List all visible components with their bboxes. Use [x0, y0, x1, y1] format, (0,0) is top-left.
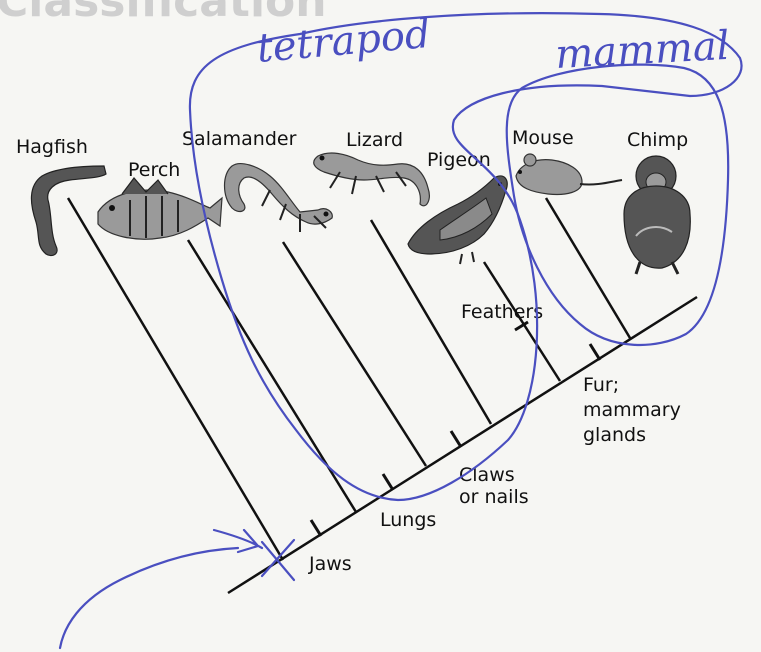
jaws-mark	[311, 520, 321, 536]
lizard-illustration	[314, 153, 430, 206]
fur-mark	[590, 344, 600, 360]
taxon-label-mouse: Mouse	[512, 127, 574, 149]
claws-mark	[451, 431, 461, 447]
lungs-mark	[383, 474, 393, 490]
trait-label-fur-1: Fur;	[583, 374, 619, 396]
salamander-illustration	[225, 164, 333, 232]
taxon-label-pigeon: Pigeon	[427, 149, 491, 171]
branch-perch	[188, 240, 356, 512]
trait-label-feathers: Feathers	[461, 301, 543, 323]
pointer-line	[60, 548, 238, 648]
taxon-label-lizard: Lizard	[346, 129, 403, 151]
taxon-label-hagfish: Hagfish	[16, 136, 88, 158]
annotation-mammal: mammal	[554, 23, 730, 78]
branch-mouse	[546, 198, 630, 338]
taxon-label-chimp: Chimp	[627, 129, 688, 151]
trait-label-claws-2: or nails	[459, 486, 529, 508]
trait-label-lungs: Lungs	[380, 509, 436, 531]
trait-label-jaws: Jaws	[308, 553, 352, 575]
taxon-label-salamander: Salamander	[182, 128, 297, 150]
trait-label-claws-1: Claws	[459, 464, 515, 486]
cross-mark	[262, 540, 294, 580]
header-title: Classification	[0, 0, 327, 27]
trait-label-fur-3: glands	[583, 424, 646, 446]
trait-label-fur-2: mammary	[583, 399, 681, 421]
chimp-illustration	[624, 156, 690, 274]
handwritten-annotations: tetrapod mammal	[60, 11, 742, 648]
branch-hagfish	[68, 198, 283, 560]
mouse-illustration	[516, 154, 622, 195]
taxon-label-perch: Perch	[128, 159, 180, 181]
